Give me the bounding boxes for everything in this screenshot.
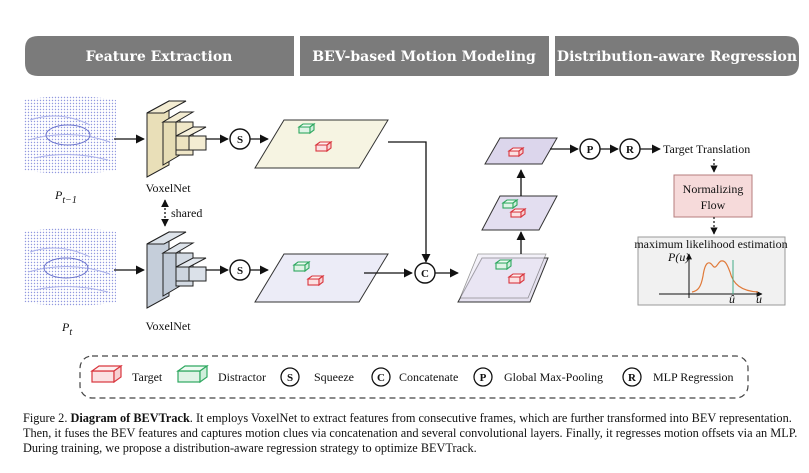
svg-text:C: C [421,268,429,280]
frame-label-prev: Pt−1 [54,188,77,206]
stage-header-bev-motion: BEV-based Motion Modeling [300,36,549,76]
stage-label: Feature Extraction [86,49,233,65]
u-axis-label: u [756,292,762,306]
stage-label: BEV-based Motion Modeling [312,49,536,65]
svg-text:R: R [626,144,635,156]
target-box [507,146,525,158]
pu-label: P(u) [667,250,689,264]
pool-op: P [579,138,601,160]
voxelnet-bottom-label: VoxelNet [145,319,191,333]
frame-label-curr: Pt [61,320,72,338]
mle-panel: maximum likelihood estimation P(u) û u [634,236,788,306]
legend-mlp-icon: R [622,367,642,387]
legend-squeeze-icon: S [280,367,300,387]
legend-pool-icon: P [473,367,493,387]
concat-op: C [414,262,436,284]
caption-label: Figure 2. [23,411,68,425]
fused-bev-plane [459,253,547,299]
svg-text:S: S [237,265,243,277]
figure-caption: Figure 2. Diagram of BEVTrack. It employ… [23,411,803,457]
target-box [306,274,325,287]
stage-header-distribution-regression: Distribution-aware Regression [555,36,799,76]
legend-concat-icon: C [371,367,391,387]
voxelnet-top-block [146,100,207,178]
uhat-label: û [729,292,735,306]
distractor-box [292,260,311,273]
shared-label: shared [171,206,202,220]
svg-text:P: P [480,372,487,384]
svg-text:P: P [587,144,594,156]
legend-concat-label: Concatenate [399,370,458,384]
svg-text:S: S [237,134,243,146]
density-curve [691,260,759,293]
arrow [388,141,431,263]
caption-text: . It employs VoxelNet to extract feature… [23,411,798,456]
distractor-box [297,122,316,135]
target-box [509,207,527,219]
mlp-op: R [619,138,641,160]
voxelnet-top-label: VoxelNet [145,181,191,195]
svg-text:Flow: Flow [701,198,726,212]
legend-pool-label: Global Max-Pooling [504,370,603,384]
distractor-box [494,258,513,271]
target-translation-label: Target Translation [663,142,750,156]
voxelnet-bottom-block [146,231,207,309]
caption-title: Diagram of BEVTrack [70,411,190,425]
target-box [314,140,333,153]
svg-text:S: S [287,372,293,384]
squeeze-op-top: S [229,128,251,150]
legend-squeeze-label: Squeeze [314,370,354,384]
mle-title: maximum likelihood estimation [634,237,787,251]
point-cloud-curr [24,228,116,306]
svg-text:R: R [628,372,637,384]
squeeze-op-bottom: S [229,259,251,281]
bevtrack-diagram: Feature Extraction BEV-based Motion Mode… [24,36,799,399]
svg-text:Normalizing: Normalizing [683,182,744,196]
legend-target-label: Target [132,370,163,384]
stage-label: Distribution-aware Regression [557,49,797,65]
target-box [507,272,526,285]
svg-text:C: C [377,372,385,384]
normalizing-flow-box: Normalizing Flow [673,174,753,218]
legend: Target Distractor S Squeeze C Concatenat… [79,355,749,399]
legend-distractor-icon [176,364,209,384]
stage-header-feature-extraction: Feature Extraction [25,36,294,76]
distractor-box [501,198,519,210]
legend-mlp-label: MLP Regression [653,370,734,384]
point-cloud-prev [24,96,116,174]
legend-target-icon [90,364,123,384]
legend-distractor-label: Distractor [218,370,266,384]
